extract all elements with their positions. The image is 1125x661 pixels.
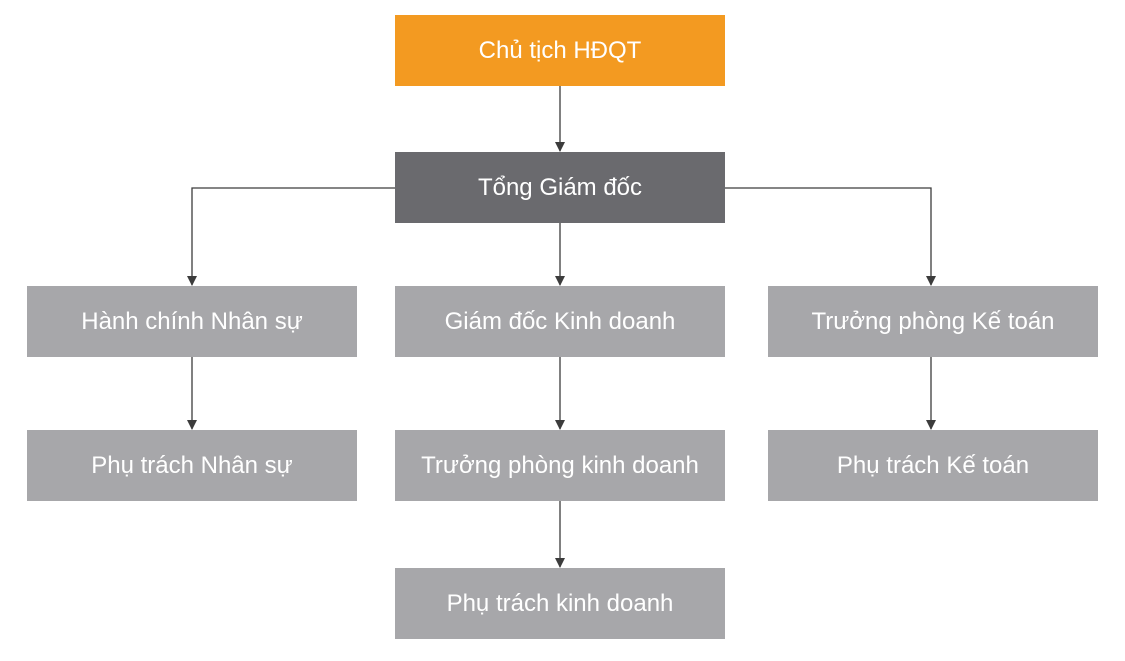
node-accounting-head: Trưởng phòng Kế toán — [768, 286, 1098, 357]
node-sales-director-label: Giám đốc Kinh doanh — [444, 307, 676, 335]
node-sales-manager-label: Trưởng phòng kinh doanh — [421, 451, 699, 479]
node-hr-officer: Phụ trách Nhân sự — [27, 430, 357, 501]
connector-ceo-hr — [187, 187, 395, 286]
node-accounting-officer-label: Phụ trách Kế toán — [836, 451, 1030, 479]
node-ceo: Tổng Giám đốc — [395, 152, 725, 223]
node-sales-manager: Trưởng phòng kinh doanh — [395, 430, 725, 501]
node-accounting-officer: Phụ trách Kế toán — [768, 430, 1098, 501]
node-accounting-head-label: Trưởng phòng Kế toán — [811, 307, 1055, 335]
node-hr-officer-label: Phụ trách Nhân sự — [91, 451, 293, 479]
connector-ceo-accounting-head — [725, 187, 936, 286]
node-chairman-label: Chủ tịch HĐQT — [478, 36, 642, 64]
node-sales-officer: Phụ trách kinh doanh — [395, 568, 725, 639]
node-hr: Hành chính Nhân sự — [27, 286, 357, 357]
node-ceo-label: Tổng Giám đốc — [477, 173, 643, 201]
node-hr-label: Hành chính Nhân sự — [81, 307, 303, 335]
node-sales-director: Giám đốc Kinh doanh — [395, 286, 725, 357]
node-chairman: Chủ tịch HĐQT — [395, 15, 725, 86]
node-sales-officer-label: Phụ trách kinh doanh — [446, 589, 674, 617]
